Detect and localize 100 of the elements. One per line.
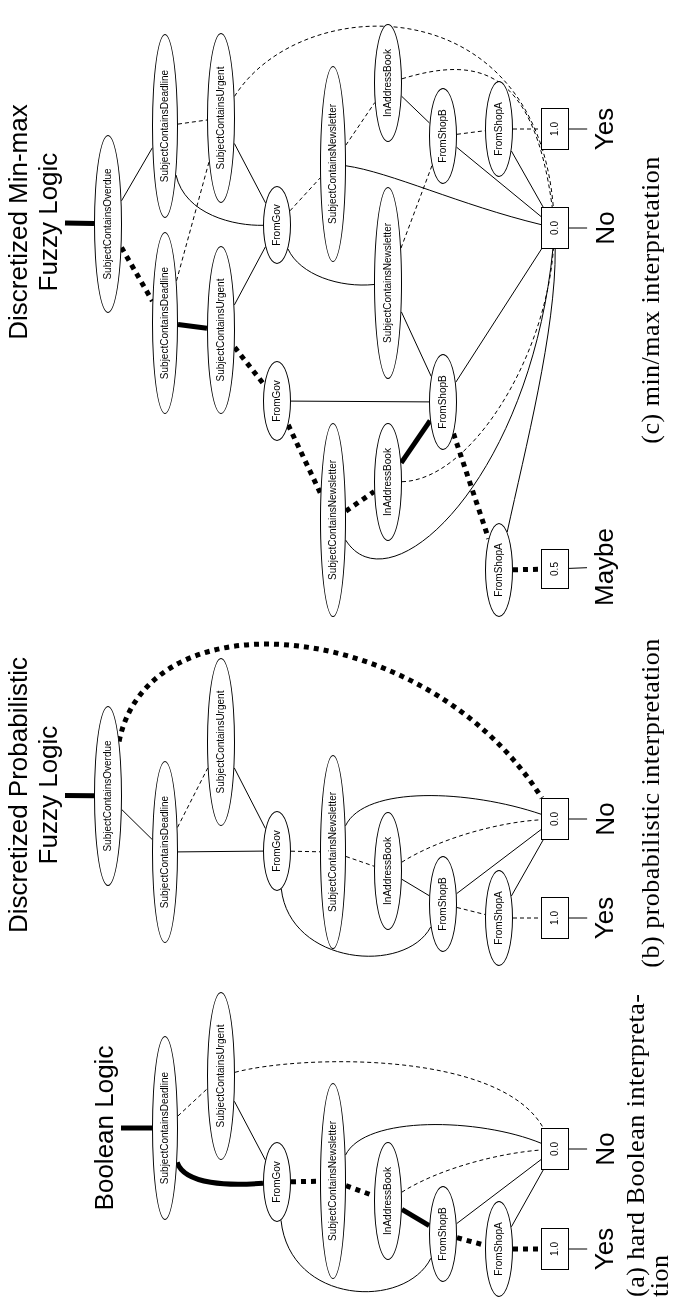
variable-name: SubjectContainsDeadline bbox=[159, 69, 171, 183]
variable-name: SubjectContainsNewsletter bbox=[327, 791, 339, 913]
variable-node bbox=[485, 870, 513, 966]
connector-line bbox=[401, 878, 430, 897]
outcome-label: No bbox=[589, 802, 620, 836]
connector-line bbox=[345, 1124, 542, 1156]
connector-line bbox=[455, 248, 542, 383]
variable-name: FromGov bbox=[271, 830, 283, 872]
dotted-connector-line bbox=[344, 489, 376, 514]
variable-name: SubjectContainsOverdue bbox=[102, 740, 114, 852]
panel-title: Boolean Logic bbox=[89, 1028, 119, 1228]
variable-name: SubjectContainsUrgent bbox=[215, 66, 227, 170]
figure-caption: (c) min/max interpretation bbox=[638, 156, 663, 444]
dotted-connector-line bbox=[116, 641, 544, 800]
connector-line bbox=[568, 128, 588, 130]
thick-connector-line bbox=[177, 322, 208, 331]
variable-name: InAddressBook bbox=[382, 1167, 394, 1235]
variable-node bbox=[320, 755, 346, 949]
terminal-value-box bbox=[541, 1128, 569, 1170]
connector-line bbox=[456, 1159, 542, 1225]
outcome-label: Yes bbox=[589, 107, 620, 151]
connector-line bbox=[345, 248, 554, 560]
dotted-connector-line bbox=[451, 432, 491, 540]
outcome-label: No bbox=[589, 211, 620, 245]
dashed-connector-line bbox=[289, 177, 321, 212]
terminal-value-box bbox=[541, 549, 569, 589]
connector-line bbox=[233, 1100, 266, 1161]
terminal-value: 0.5 bbox=[549, 562, 561, 576]
dashed-connector-line bbox=[177, 767, 209, 828]
terminal-value: 0.0 bbox=[549, 221, 561, 235]
dotted-connector-line bbox=[513, 1246, 541, 1252]
thick-connector-line bbox=[121, 1125, 152, 1131]
variable-name: FromShopB bbox=[437, 877, 449, 931]
panel-title: Discretized Probabilistic Fuzzy Logic bbox=[3, 640, 63, 950]
panel-title: Discretized Min-max Fuzzy Logic bbox=[3, 87, 63, 357]
terminal-value: 1.0 bbox=[549, 1242, 561, 1256]
thick-connector-line bbox=[64, 220, 95, 227]
variable-name: SubjectContainsNewsletter bbox=[382, 222, 394, 344]
connector-line bbox=[568, 917, 588, 919]
connector-line bbox=[456, 829, 542, 895]
variable-node bbox=[429, 354, 457, 450]
dashed-connector-line bbox=[177, 119, 208, 125]
connector-line bbox=[121, 147, 153, 202]
variable-name: SubjectContainsUrgent bbox=[215, 278, 227, 382]
dashed-connector-line bbox=[345, 856, 375, 867]
variable-name: InAddressBook bbox=[382, 837, 394, 905]
connector-line bbox=[233, 143, 266, 204]
terminal-value: 0.0 bbox=[549, 812, 561, 826]
connector-line bbox=[568, 567, 588, 569]
connector-line bbox=[233, 246, 266, 306]
terminal-value-box bbox=[541, 1228, 569, 1270]
dashed-connector-line bbox=[345, 102, 376, 146]
connector-line bbox=[287, 248, 375, 286]
variable-name: InAddressBook bbox=[382, 448, 394, 516]
connector-line bbox=[121, 809, 153, 840]
variable-name: SubjectContainsUrgent bbox=[215, 1024, 227, 1128]
connector-line bbox=[345, 795, 542, 827]
variable-node bbox=[485, 81, 513, 177]
variable-name: FromGov bbox=[271, 380, 283, 422]
terminal-value: 1.0 bbox=[549, 911, 561, 925]
figure-caption: (a) hard Boolean interpreta- tion bbox=[624, 992, 672, 1297]
variable-name: SubjectContainsNewsletter bbox=[327, 1120, 339, 1242]
connector-line bbox=[568, 227, 588, 229]
variable-name: FromShopA bbox=[493, 102, 505, 156]
terminal-value-box bbox=[541, 207, 569, 249]
connector-line bbox=[568, 1248, 588, 1250]
variable-name: FromShopA bbox=[493, 891, 505, 945]
outcome-label: No bbox=[589, 1132, 620, 1166]
dashed-connector-line bbox=[234, 25, 554, 208]
variable-node bbox=[485, 1201, 513, 1297]
thick-connector-line bbox=[400, 1207, 431, 1228]
outcome-label: Maybe bbox=[589, 528, 619, 606]
variable-name: SubjectContainsDeadline bbox=[159, 266, 171, 380]
terminal-value-box bbox=[541, 108, 569, 150]
variable-name: FromGov bbox=[271, 204, 283, 246]
variable-name: SubjectContainsUrgent bbox=[215, 690, 227, 794]
connector-line bbox=[233, 767, 266, 829]
variable-name: FromShopB bbox=[437, 375, 449, 429]
connector-line bbox=[345, 165, 542, 226]
connector-line bbox=[400, 311, 432, 377]
variable-name: SubjectContainsDeadline bbox=[159, 1071, 171, 1185]
terminal-value-box bbox=[541, 798, 569, 840]
connector-line bbox=[401, 95, 430, 124]
variable-node bbox=[320, 1083, 346, 1279]
terminal-value: 1.0 bbox=[549, 122, 561, 136]
dashed-connector-line bbox=[401, 248, 554, 483]
dashed-connector-line bbox=[177, 1088, 208, 1117]
variable-node bbox=[485, 523, 513, 617]
terminal-value: 0.0 bbox=[549, 1142, 561, 1156]
connector-line bbox=[290, 400, 430, 403]
outcome-label: Yes bbox=[589, 1227, 620, 1271]
figure-caption: (b) probabilistic interpretation bbox=[638, 638, 663, 968]
dashed-connector-line bbox=[401, 69, 553, 208]
connector-line bbox=[568, 1148, 588, 1150]
thick-connector-line bbox=[64, 792, 95, 799]
variable-name: SubjectContainsOverdue bbox=[102, 168, 114, 280]
variable-name: FromShopA bbox=[493, 1222, 505, 1276]
variable-name: SubjectContainsDeadline bbox=[159, 795, 171, 909]
variable-name: InAddressBook bbox=[382, 49, 394, 117]
variable-name: FromShopB bbox=[437, 1207, 449, 1261]
